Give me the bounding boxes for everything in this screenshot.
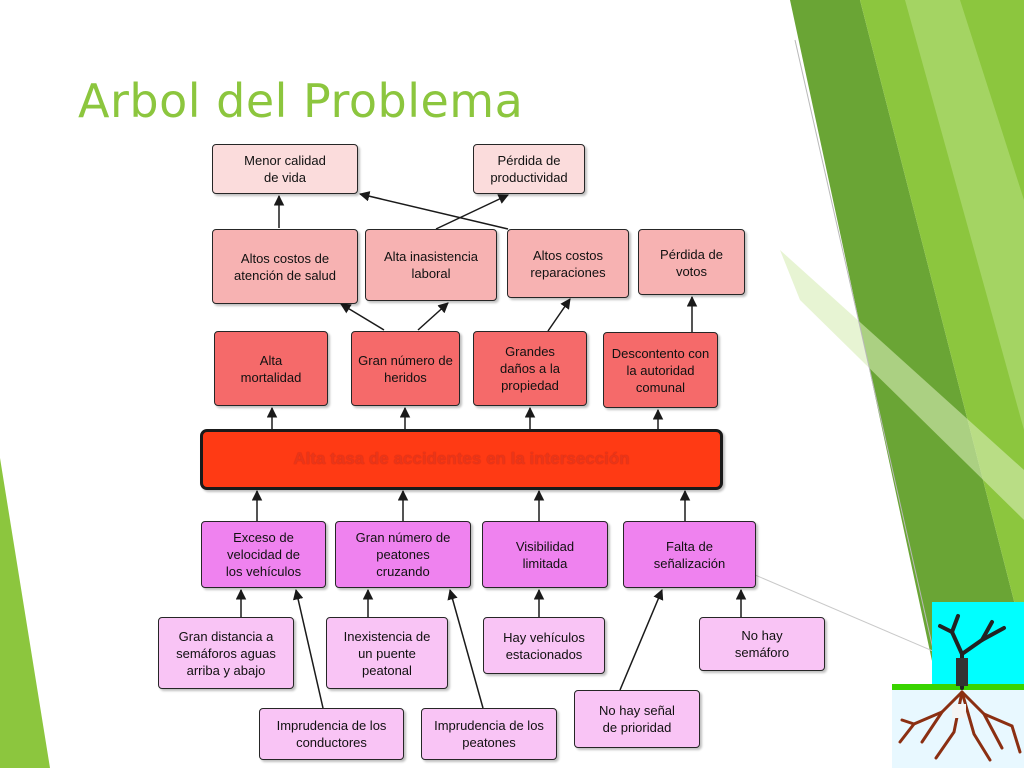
root-cause-label: No hay señal de prioridad [599, 703, 675, 735]
indirect-effect-box: Altos costos de atención de salud [212, 229, 358, 304]
direct-cause-box: Exceso de velocidad de los vehículos [201, 521, 326, 588]
direct-effect-label: Alta mortalidad [240, 352, 302, 385]
indirect-effect-label: Alta inasistencia laboral [384, 249, 478, 281]
root-cause-box: No hay señal de prioridad [574, 690, 700, 748]
indirect-effect-label: Altos costos de atención de salud [234, 250, 336, 283]
tree-with-roots-icon [892, 602, 1024, 768]
indirect-effect-label: Altos costos reparaciones [530, 247, 606, 280]
root-cause-box: No hay semáforo [699, 617, 825, 671]
root-cause-label: Hay vehículos estacionados [503, 629, 585, 662]
central-problem-box: Alta tasa de accidentes en la intersecci… [200, 429, 723, 490]
indirect-effect-box: Pérdida de votos [638, 229, 745, 295]
direct-cause-box: Visibilidad limitada [482, 521, 608, 588]
direct-cause-label: Falta de señalización [653, 538, 726, 571]
root-cause-box: Imprudencia de los peatones [421, 708, 557, 760]
effect-label: Menor calidad de vida [244, 153, 326, 185]
root-cause-box: Hay vehículos estacionados [483, 617, 605, 674]
central-problem-label: Alta tasa de accidentes en la intersecci… [293, 449, 630, 468]
direct-cause-box: Gran número de peatones cruzando [335, 521, 471, 588]
direct-effect-label: Descontento con la autoridad comunal [611, 345, 710, 395]
slide-title: Arbol del Problema [78, 74, 524, 128]
direct-effect-box: Gran número de heridos [351, 331, 460, 406]
direct-effect-label: Grandes daños a la propiedad [500, 344, 560, 393]
left-green-wedge [0, 458, 50, 768]
direct-effect-box: Grandes daños a la propiedad [473, 331, 587, 406]
direct-effect-box: Descontento con la autoridad comunal [603, 332, 718, 408]
root-cause-label: Imprudencia de los peatones [434, 718, 544, 750]
root-cause-box: Imprudencia de los conductores [259, 708, 404, 760]
right-green-sliver [780, 250, 1024, 520]
effect-label: Pérdida de productividad [490, 153, 568, 185]
direct-effect-label: Gran número de heridos [358, 352, 453, 385]
root-cause-label: Imprudencia de los conductores [276, 718, 387, 750]
indirect-effect-box: Alta inasistencia laboral [365, 229, 497, 301]
effect-box: Pérdida de productividad [473, 144, 585, 194]
right-green-stripe-pale [905, 0, 1024, 430]
root-cause-box: Gran distancia a semáforos aguas arriba … [158, 617, 294, 689]
indirect-effect-label: Pérdida de votos [660, 247, 723, 279]
direct-cause-label: Exceso de velocidad de los vehículos [225, 530, 302, 579]
root-cause-label: No hay semáforo [734, 628, 790, 660]
root-cause-label: Inexistencia de un puente peatonal [343, 628, 431, 678]
direct-cause-label: Visibilidad limitada [515, 538, 575, 571]
direct-cause-label: Gran número de peatones cruzando [355, 530, 451, 579]
direct-effect-box: Alta mortalidad [214, 331, 328, 406]
root-cause-box: Inexistencia de un puente peatonal [326, 617, 448, 689]
effect-box: Menor calidad de vida [212, 144, 358, 194]
indirect-effect-box: Altos costos reparaciones [507, 229, 629, 298]
direct-cause-box: Falta de señalización [623, 521, 756, 588]
root-cause-label: Gran distancia a semáforos aguas arriba … [176, 628, 276, 678]
